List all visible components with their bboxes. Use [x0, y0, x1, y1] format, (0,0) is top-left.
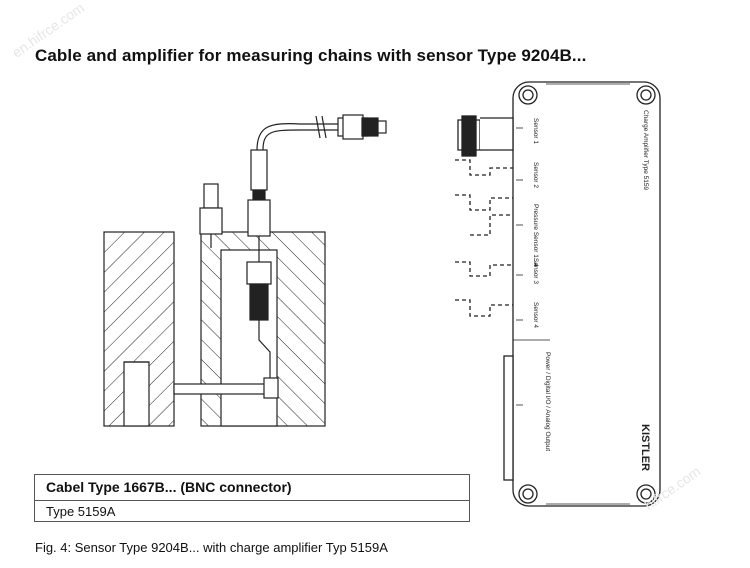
mounting-block-drawing: [103, 231, 326, 427]
cable-type-row: Cabel Type 1667B... (BNC connector): [35, 475, 469, 501]
cable-type-table: Cabel Type 1667B... (BNC connector) Type…: [34, 474, 470, 522]
bnc-cable-drawing: [199, 114, 387, 399]
charge-amplifier-drawing: [455, 81, 661, 507]
kistler-logo: KISTLER: [639, 424, 651, 471]
page-title: Cable and amplifier for measuring chains…: [35, 46, 587, 65]
sensor-label-4: Sensor 4: [532, 302, 539, 328]
amplifier-labels: Charge Amplifier Type 5159 Sensor 1 Sens…: [532, 110, 651, 471]
sensor-label-1: Sensor 1: [532, 118, 539, 144]
amplifier-name: Charge Amplifier Type 5159: [642, 110, 649, 190]
sensor-label-2: Sensor 2: [532, 162, 539, 188]
sensor-label-3: Sensor 3: [532, 258, 539, 284]
amplifier-type-row: Type 5159A: [46, 504, 116, 519]
power-label: Power / Digital I/O / Analog Output: [544, 352, 551, 451]
sensor-label-pressure: Pressure Sensor 1...4: [532, 204, 539, 267]
figure-caption: Fig. 4: Sensor Type 9204B... with charge…: [35, 540, 388, 555]
